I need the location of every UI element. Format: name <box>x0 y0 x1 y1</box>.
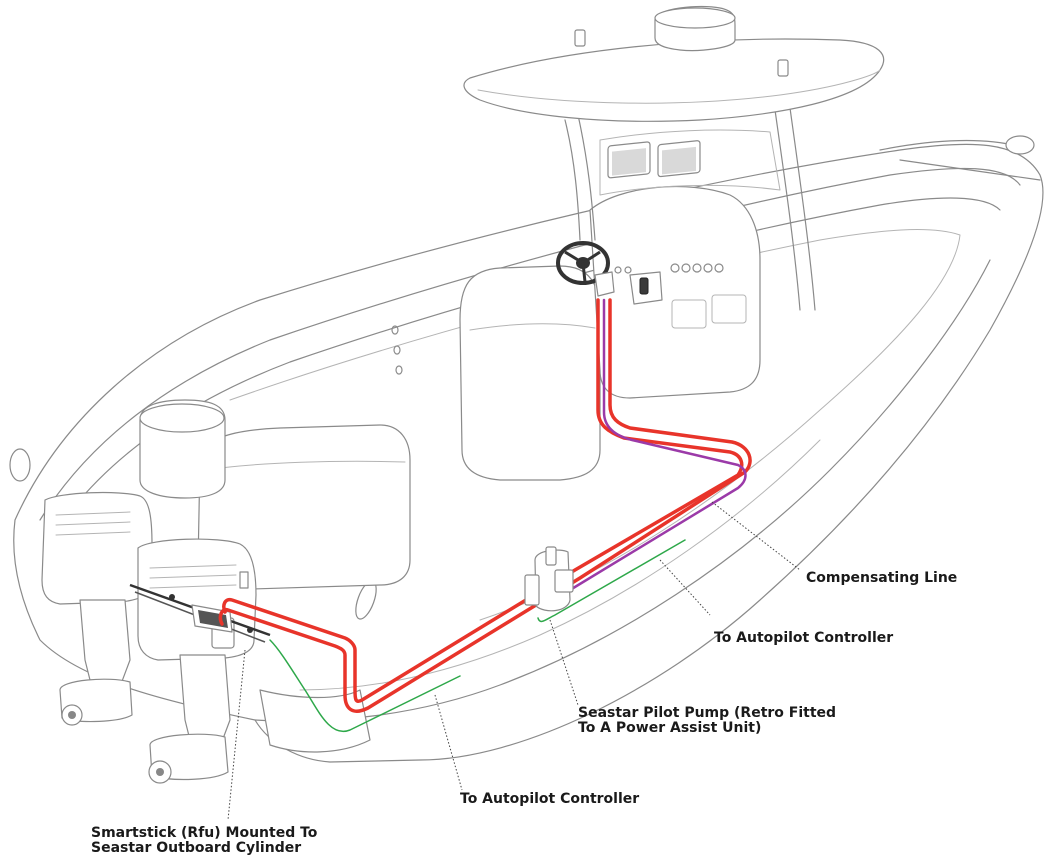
seastar-pilot-pump <box>524 546 574 612</box>
center-console <box>459 5 885 481</box>
leader-lines <box>227 501 801 821</box>
label-pilot-pump-line1: Seastar Pilot Pump (Retro Fitted <box>578 705 837 721</box>
controller-cables <box>269 539 686 733</box>
compensating-line-path <box>568 298 747 592</box>
stern-seating <box>139 399 411 591</box>
label-smartstick-line2: Seastar Outboard Cylinder <box>91 840 302 856</box>
label-to-autopilot-controller-upper: To Autopilot Controller <box>714 630 894 646</box>
steering-wheel <box>556 241 615 297</box>
label-pilot-pump-line2: To A Power Assist Unit) <box>578 720 762 736</box>
label-to-autopilot-controller-lower: To Autopilot Controller <box>460 791 640 807</box>
label-compensating-line: Compensating Line <box>806 570 958 586</box>
outboard-engine-port <box>41 491 153 726</box>
label-smartstick-line1: Smartstick (Rfu) Mounted To <box>91 825 318 841</box>
